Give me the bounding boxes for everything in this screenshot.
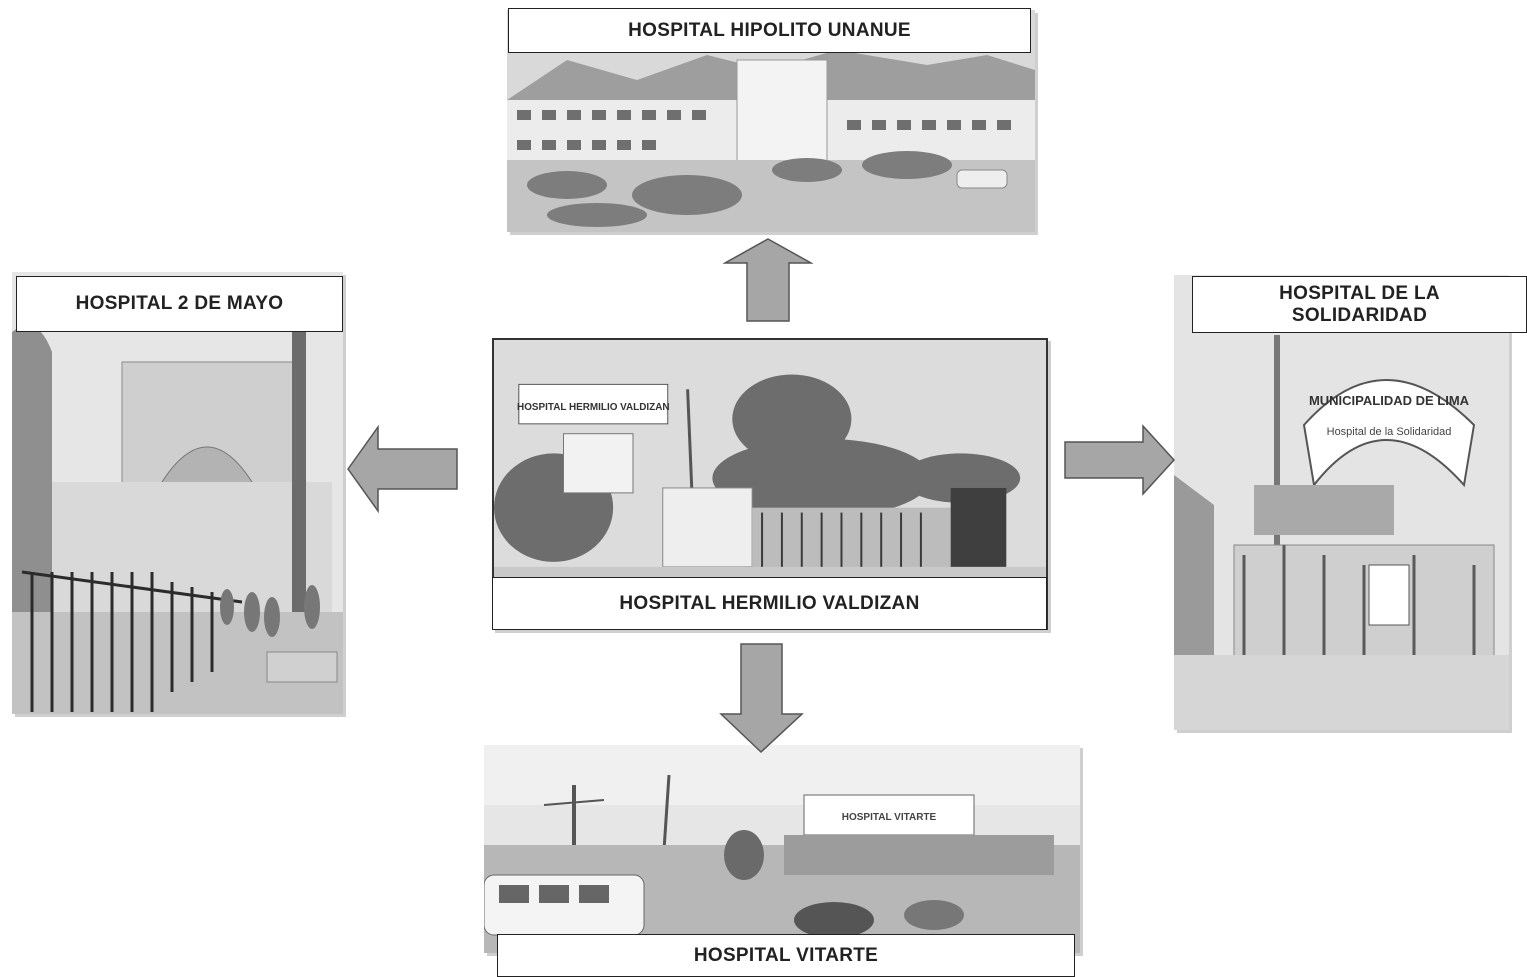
arrow-right [1063,424,1176,496]
banner-municipalidad: MUNICIPALIDAD DE LIMA [1309,393,1470,408]
label-hospital-vitarte: HOSPITAL VITARTE [497,934,1075,977]
label-hospital-hermilio-valdizan: HOSPITAL HERMILIO VALDIZAN [492,577,1047,630]
sign-hospital-vitarte: HOSPITAL VITARTE [842,812,937,823]
banner-hospital-solidaridad: Hospital de la Solidaridad [1327,426,1452,438]
label-hospital-de-la-solidaridad: HOSPITAL DE LA SOLIDARIDAD [1192,276,1527,333]
label-hospital-hipolito-unanue: HOSPITAL HIPOLITO UNANUE [508,8,1031,53]
label-hospital-2-de-mayo: HOSPITAL 2 DE MAYO [16,276,343,332]
sign-hermilio-valdizan: HOSPITAL HERMILIO VALDIZAN [517,402,669,413]
arrow-left [346,425,459,513]
photo-hospital-vitarte: HOSPITAL VITARTE [484,745,1080,953]
arrow-up [723,237,813,323]
photo-hospital-solidaridad: MUNICIPALIDAD DE LIMA Hospital de la Sol… [1174,275,1509,730]
arrow-down [719,642,804,754]
photo-hospital-2-de-mayo [12,272,343,714]
